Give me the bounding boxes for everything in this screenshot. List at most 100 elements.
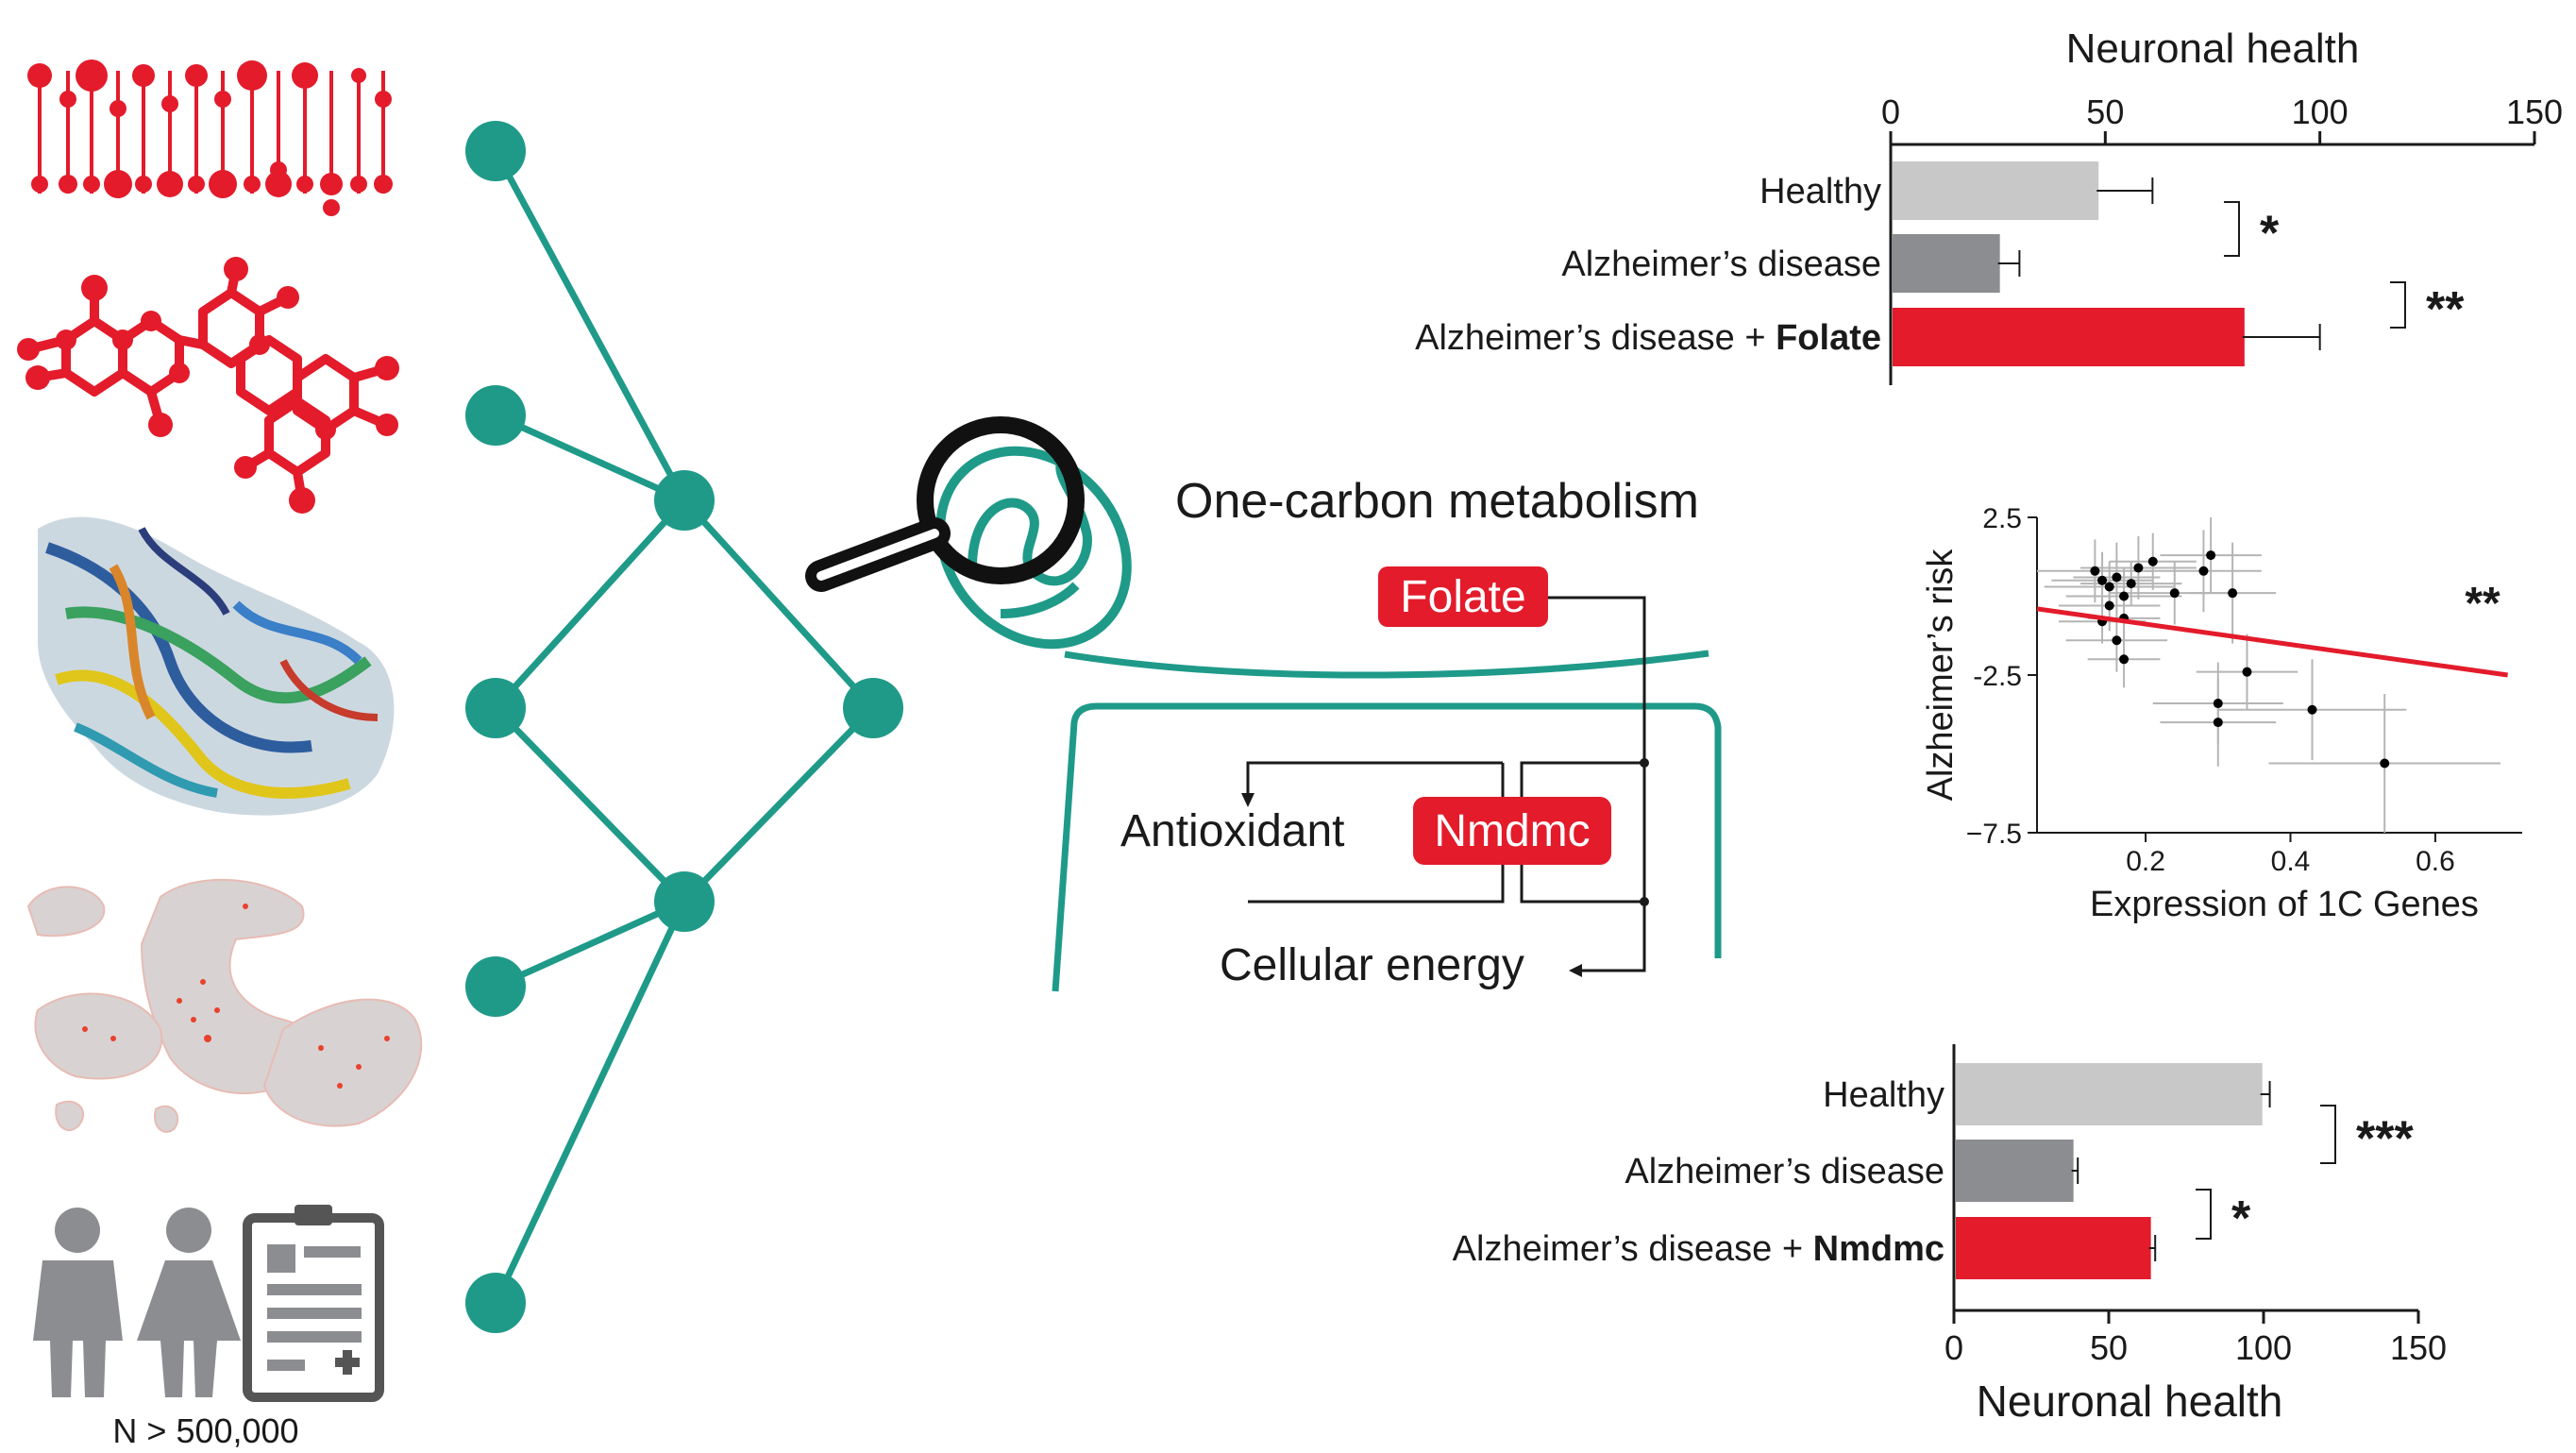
scatter-point [2242, 667, 2252, 677]
dna-lollipop-head [161, 95, 178, 112]
dna-lollipop-head [209, 170, 237, 198]
scatter-point [2380, 758, 2390, 769]
x-tick-label: 150 [2390, 1328, 2447, 1367]
protein-structure-icon [38, 516, 395, 816]
category-label-text: Alzheimer’s disease [1625, 1152, 1945, 1191]
scatter-point [2228, 588, 2238, 599]
bar [1956, 1217, 2151, 1279]
category-label-text: Alzheimer’s disease + [1415, 318, 1776, 358]
bar [1956, 1140, 2074, 1202]
scatter-point [2126, 579, 2136, 589]
bar [1893, 234, 2000, 293]
category-label: Alzheimer’s disease [1561, 245, 1881, 284]
dna-lollipop-head [109, 100, 126, 117]
dna-lollipop-head [374, 175, 393, 194]
cellular-energy-label: Cellular energy [1220, 940, 1524, 990]
significance-label: * [2260, 207, 2280, 262]
significance-bracket [2320, 1105, 2336, 1164]
scatter-point [2104, 582, 2114, 592]
dna-lollipop-head [265, 171, 292, 197]
dna-lollipop-head [323, 199, 340, 216]
scatter-point [2213, 718, 2223, 728]
network-node [465, 1273, 526, 1333]
category-label-text: Healthy [1823, 1075, 1945, 1115]
category-label-bold: Folate [1776, 318, 1881, 358]
clinical-record-clipboard-icon [243, 1205, 384, 1402]
y-tick-label: −7.5 [1966, 819, 2022, 850]
folate-label: Folate [1400, 572, 1525, 622]
dna-lollipop-head [375, 91, 392, 108]
dna-lollipop-head [135, 176, 152, 193]
significance-bracket [2224, 201, 2240, 257]
category-label: Healthy [1823, 1075, 1945, 1115]
network-node [843, 678, 903, 738]
bar [1893, 161, 2099, 220]
metabolite-molecule-icon [26, 268, 389, 501]
scatter-point [2307, 704, 2317, 715]
integration-network [492, 149, 876, 1305]
category-label-text: Alzheimer’s disease + [1453, 1229, 1813, 1269]
category-label-text: Alzheimer’s disease [1561, 245, 1881, 284]
chart-title: Neuronal health [2066, 25, 2360, 72]
x-tick-label: 0 [1945, 1328, 1963, 1367]
nmdmc-label: Nmdmc [1434, 806, 1590, 856]
dna-lollipop-head [214, 91, 231, 108]
category-label: Alzheimer’s disease + Folate [1415, 318, 1881, 358]
cell-umap-icon [26, 878, 423, 1133]
dna-lollipop-head [83, 176, 100, 193]
x-axis-label: Neuronal health [1977, 1377, 2283, 1426]
pathway-title: One-carbon metabolism [1175, 474, 1699, 529]
network-nodes [465, 121, 903, 1333]
category-label-text: Healthy [1759, 172, 1881, 211]
x-tick-label: 50 [2090, 1328, 2128, 1367]
trend-line [2036, 606, 2509, 678]
scatter-point [2104, 600, 2114, 611]
dna-lollipop-head [132, 64, 155, 87]
x-tick-label: 150 [2506, 93, 2563, 131]
scatter-point [2119, 654, 2130, 665]
scatter-point [2119, 591, 2130, 601]
y-tick-label: 2.5 [1982, 503, 2022, 534]
network-node [654, 470, 715, 531]
scatter-point [2147, 556, 2158, 566]
dna-lollipop-head [59, 91, 76, 108]
category-label: Alzheimer’s disease + Nmdmc [1453, 1229, 1945, 1269]
metabolite-atoms [17, 257, 399, 514]
y-axis-label: Alzheimer’s risk [1921, 549, 1961, 802]
dna-lollipop-head [270, 161, 287, 178]
x-tick-label: 0.6 [2416, 846, 2455, 877]
category-label: Healthy [1759, 172, 1881, 211]
cell-umap-dots [82, 904, 390, 1089]
significance-label: ** [2465, 579, 2500, 629]
x-tick-label: 100 [2235, 1328, 2292, 1367]
bar [1956, 1063, 2263, 1125]
scatter-point [2213, 699, 2223, 709]
significance-label: ** [2426, 282, 2465, 337]
sample-size-label: N > 500,000 [112, 1411, 298, 1450]
dna-lollipop-head [188, 176, 205, 193]
category-label: Alzheimer’s disease [1625, 1152, 1945, 1191]
scatter-point [2097, 575, 2108, 585]
dna-lollipop-head [292, 62, 318, 89]
magnifying-glass-icon [805, 416, 1085, 592]
dna-lollipop-head [76, 59, 108, 92]
x-tick-label: 50 [2086, 93, 2124, 131]
dna-lollipop-head [157, 171, 183, 197]
network-node [654, 871, 715, 932]
network-node [465, 956, 526, 1017]
significance-bracket [2196, 1189, 2212, 1240]
folate-badge [1378, 566, 1548, 627]
male-person-icon [33, 1208, 123, 1397]
dna-lollipop-head [244, 176, 261, 193]
female-person-icon [137, 1208, 241, 1397]
dna-lollipop-head [185, 64, 208, 87]
significance-label: * [2231, 1191, 2251, 1246]
category-label-bold: Nmdmc [1813, 1229, 1945, 1269]
scatter-point [2206, 550, 2216, 561]
dna-lollipop-head [27, 63, 52, 88]
pathway-arrowheads [1241, 758, 1649, 977]
cell-membrane [1052, 650, 1722, 992]
